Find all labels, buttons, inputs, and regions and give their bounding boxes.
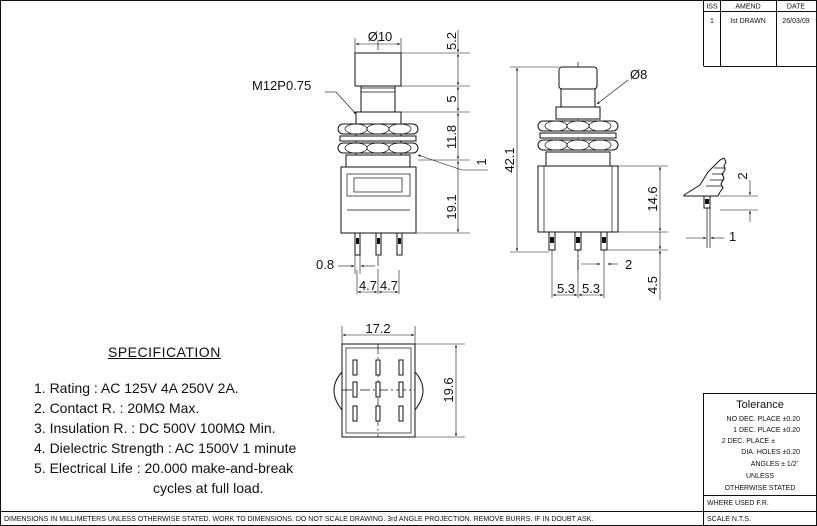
tolerance-block: Tolerance NO DEC. PLACE ±0.20 1 DEC. PLA…	[707, 399, 800, 523]
rev-header-date: DATE	[787, 4, 805, 11]
terminal-detail-view: 2 1	[683, 157, 758, 248]
tolerance-line-7: OTHERWISE STATED	[725, 485, 796, 492]
tolerance-line-6: UNLESS	[746, 473, 774, 480]
switch-bottom-view: 17.2 19.6	[333, 321, 465, 438]
dim-cap-diameter: Ø8	[630, 67, 647, 82]
tolerance-line-5: ANGLES ± 1/2'	[751, 461, 798, 468]
rev-date-value: 26/03/09	[782, 18, 809, 25]
dim-terminal-length: 4.5	[645, 276, 660, 294]
spec-item-insulation-resistance: 3. Insulation R. : DC 500V 100MΩ Min.	[34, 420, 276, 436]
dim-plate: 1	[474, 158, 489, 165]
dim-head-diameter: Ø10	[368, 29, 393, 44]
dim-cap-height: 5.2	[444, 32, 459, 50]
where-used-label: WHERE USED F.R.	[707, 500, 769, 507]
specification-title: SPECIFICATION	[108, 344, 221, 360]
tolerance-line-4: DIA. HOLES ±0.20	[741, 449, 800, 456]
dim-base-width: 17.2	[365, 321, 390, 336]
spec-item-electrical-life: 5. Electrical Life : 20.000 make-and-bre…	[34, 460, 294, 476]
front-view-dimensions: Ø10 5.2 5 11.8 19.1 1 M12P0.75 0.8	[252, 29, 489, 294]
spec-item-contact-resistance: 2. Contact R. : 20MΩ Max.	[34, 400, 200, 416]
switch-side-view	[537, 62, 619, 270]
rev-amend-value: Ist DRAWN	[730, 18, 766, 25]
rev-header-amend: AMEND	[735, 4, 760, 11]
dim-terminal-gap: 2	[625, 257, 632, 272]
dim-terminal-width: 0.8	[316, 257, 334, 272]
tolerance-line-2: 1 DEC. PLACE ±0.20	[733, 427, 800, 434]
dim-pitch-right-side: 5.3	[582, 281, 600, 296]
dim-pitch-left-side: 5.3	[557, 281, 575, 296]
dim-body-height-side: 14.6	[645, 186, 660, 211]
spec-item-dielectric-strength: 4. Dielectric Strength : AC 1500V 1 minu…	[34, 440, 297, 456]
tolerance-line-1: NO DEC. PLACE ±0.20	[727, 416, 801, 423]
dim-overall-height: 42.1	[502, 147, 517, 172]
rev-header-iss: ISS	[706, 4, 718, 11]
dim-body-height: 19.1	[444, 194, 459, 219]
tolerance-line-3: 2 DEC. PLACE ±	[722, 438, 775, 445]
scale-label: SCALE N.T.S.	[707, 516, 751, 523]
dim-terminal-detail: 1	[729, 229, 736, 244]
dim-base-height: 19.6	[441, 377, 456, 402]
bottom-terminal-slots	[352, 359, 404, 422]
side-view-dimensions: Ø8 42.1 14.6 4.5 2 5.3 5.3	[502, 66, 668, 300]
spec-item-electrical-life-continued: cycles at full load.	[153, 480, 264, 496]
footer-note: DIMENSIONS IN MILLIMETERS UNLESS OTHERWI…	[4, 516, 593, 523]
dim-pitch-right: 4.7	[380, 278, 398, 293]
dim-nut-gap: 5	[444, 95, 459, 102]
tolerance-title: Tolerance	[736, 399, 784, 411]
specification-list: 1. Rating : AC 125V 4A 250V 2A. 2. Conta…	[34, 378, 296, 478]
dim-bushing: 11.8	[444, 125, 459, 149]
rev-iss-value: 1	[710, 18, 714, 25]
switch-front-view	[337, 40, 419, 270]
dim-thread: M12P0.75	[252, 78, 311, 93]
revision-table: ISS AMEND DATE 1 Ist DRAWN 26/03/09	[706, 4, 809, 26]
spec-item-rating: 1. Rating : AC 125V 4A 250V 2A.	[34, 380, 239, 396]
dim-pitch-left: 4.7	[359, 278, 377, 293]
dim-terminal-side-offset: 2	[735, 172, 750, 179]
